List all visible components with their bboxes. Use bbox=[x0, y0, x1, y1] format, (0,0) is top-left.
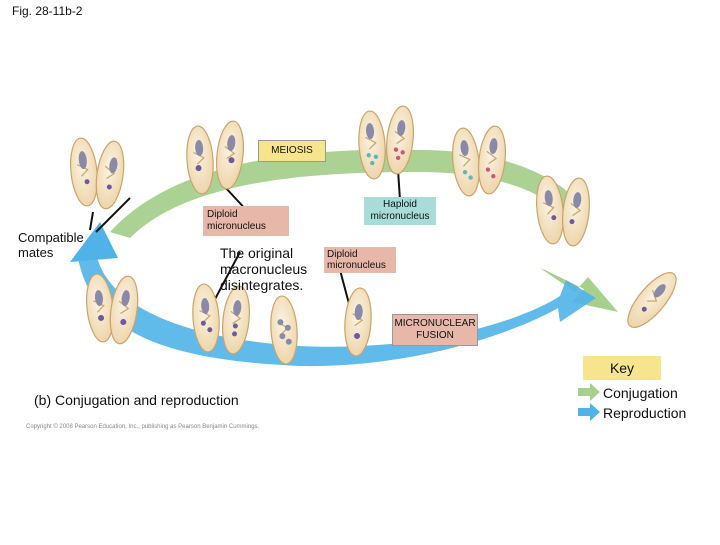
haploid-micronucleus-label: Haploid micronucleus bbox=[364, 197, 436, 225]
conjugation-key-arrow bbox=[578, 383, 600, 401]
key-swatches bbox=[578, 383, 600, 421]
key-reproduction-label: Reproduction bbox=[603, 405, 687, 421]
reproduction-arrowhead bbox=[70, 222, 118, 262]
copyright-notice: Copyright © 2008 Pearson Education, Inc.… bbox=[26, 424, 260, 430]
macronucleus-disintegrates-label: The original macronucleus disintegrates. bbox=[220, 245, 308, 293]
compatible-mates-label: Compatible mates bbox=[18, 230, 84, 260]
key-conjugation-label: Conjugation bbox=[603, 385, 678, 401]
conjugation-arrow bbox=[110, 149, 585, 238]
figure-label: Fig. 28-11b-2 bbox=[12, 4, 83, 18]
conjugation-exit-arrow bbox=[540, 268, 618, 312]
micronuclear-fusion-label: MICRONUCLEAR FUSION bbox=[392, 314, 478, 346]
diploid-micronucleus-label-2: Diploid micronucleus bbox=[324, 247, 396, 273]
key-title: Key bbox=[583, 356, 661, 380]
ciliate-cells bbox=[66, 104, 685, 366]
diploid-micronucleus-label: Diploid micronucleus bbox=[203, 206, 289, 236]
figure-caption: (b) Conjugation and reproduction bbox=[34, 392, 239, 408]
reproduction-key-arrow bbox=[578, 403, 600, 421]
meiosis-label: MEIOSIS bbox=[258, 140, 326, 162]
